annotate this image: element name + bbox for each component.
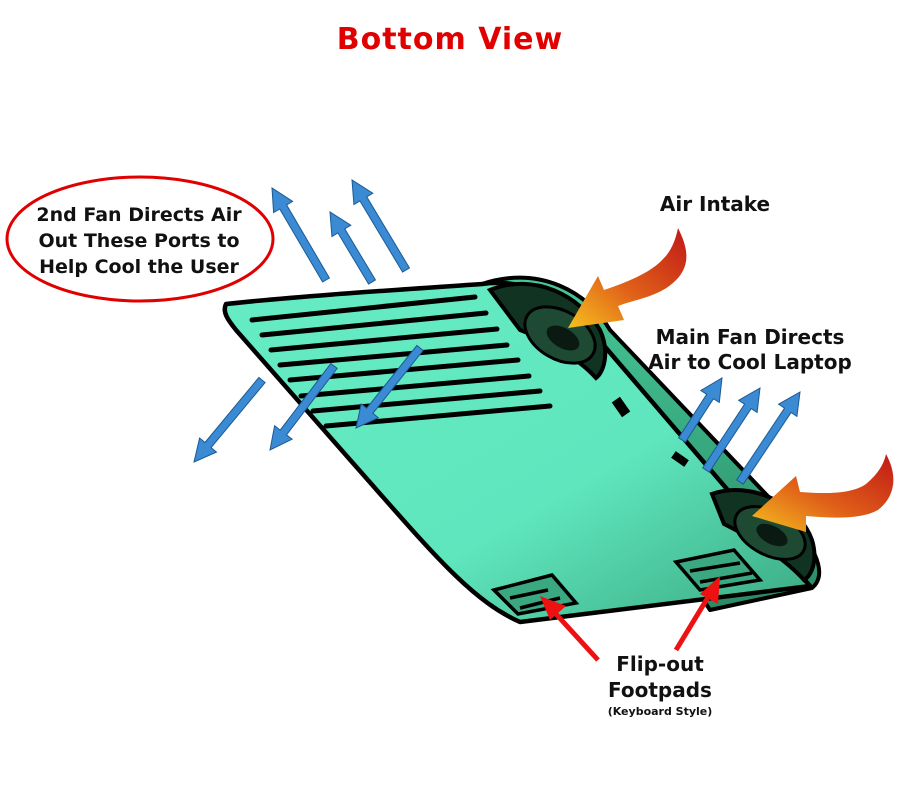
air-intake-label: Air Intake — [659, 192, 771, 216]
exhaust-arrow-icon — [736, 391, 801, 485]
exhaust-arrow-icon — [271, 187, 331, 283]
callout-text: 2nd Fan Directs Air Out These Ports to H… — [36, 204, 242, 278]
exhaust-arrow-icon — [329, 211, 377, 285]
exhaust-arrow-icon — [351, 179, 411, 273]
side-vent — [611, 396, 631, 418]
main-fan-label: Main Fan Directs Air to Cool Laptop — [648, 325, 852, 374]
page-title: Bottom View — [336, 22, 564, 57]
pointer-arrow-icon — [540, 596, 600, 662]
footpads-label: Flip-out Footpads — [608, 652, 712, 702]
exhaust-arrow-icon — [269, 362, 338, 451]
exhaust-arrow-icon — [677, 377, 723, 443]
exhaust-arrow-icon — [355, 344, 424, 429]
footpads-note: (Keyboard Style) — [607, 705, 713, 718]
exhaust-arrows — [193, 179, 801, 485]
side-vent — [671, 451, 689, 467]
pointer-arrow-icon — [673, 576, 720, 652]
upper-fan-port — [486, 281, 608, 381]
air-intake-arrow-icon — [568, 228, 687, 328]
exhaust-arrow-icon — [702, 387, 761, 473]
callout-ring — [5, 175, 275, 303]
air-intake-arrow-icon — [752, 454, 894, 532]
exhaust-arrow-icon — [193, 376, 266, 463]
footpad-right — [672, 548, 764, 592]
